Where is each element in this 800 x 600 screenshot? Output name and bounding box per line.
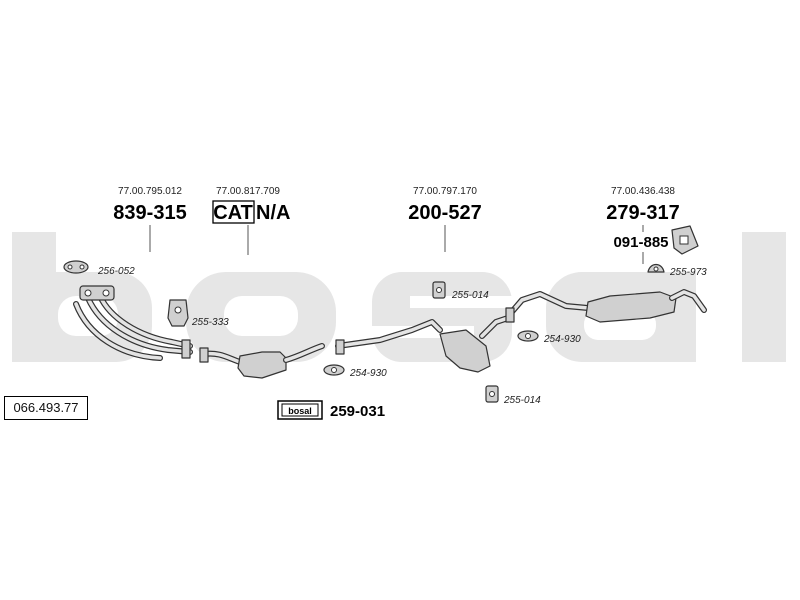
clamp-icon bbox=[517, 330, 539, 342]
oem-number-1: 77.00.795.012 bbox=[118, 186, 182, 197]
kit-box: bosal bbox=[277, 400, 323, 420]
catalytic-converter bbox=[199, 343, 325, 379]
hanger-icon bbox=[647, 263, 665, 273]
accessory-255-014-b: 255-014 bbox=[503, 395, 541, 406]
kit-logo: bosal bbox=[288, 406, 312, 416]
part-number-4: 279-317 bbox=[606, 202, 679, 224]
accessory-254-930-b: 254-930 bbox=[543, 334, 581, 345]
reference-number-box: 066.493.77 bbox=[4, 396, 88, 420]
hanger-icon bbox=[432, 281, 446, 299]
accessory-254-930-a: 254-930 bbox=[349, 368, 387, 379]
part-number-2: N/A bbox=[256, 202, 290, 224]
oem-number-2: 77.00.817.709 bbox=[216, 186, 280, 197]
oem-number-4: 77.00.436.438 bbox=[611, 186, 675, 197]
centre-silencer bbox=[335, 315, 511, 373]
front-downpipe bbox=[73, 285, 193, 361]
bracket-icon bbox=[167, 299, 189, 327]
accessory-256-052: 256-052 bbox=[97, 266, 135, 277]
part-number-1: 839-315 bbox=[113, 202, 186, 224]
accessory-255-973: 255-973 bbox=[669, 267, 707, 278]
cat-label: CAT bbox=[213, 202, 253, 224]
bosal-watermark bbox=[12, 232, 786, 362]
cat-box bbox=[212, 200, 255, 224]
gasket-icon bbox=[63, 260, 89, 274]
accessory-255-333: 255-333 bbox=[191, 317, 229, 328]
rear-silencer bbox=[505, 289, 707, 323]
oem-number-3: 77.00.797.170 bbox=[413, 186, 477, 197]
rubber-mount-icon bbox=[671, 225, 699, 255]
kit-part-number: 259-031 bbox=[330, 403, 385, 420]
accessory-255-014-a: 255-014 bbox=[451, 290, 489, 301]
sub-part-number: 091-885 bbox=[613, 234, 668, 251]
hanger-icon bbox=[485, 385, 499, 403]
clamp-icon bbox=[323, 364, 345, 376]
part-number-3: 200-527 bbox=[408, 202, 481, 224]
